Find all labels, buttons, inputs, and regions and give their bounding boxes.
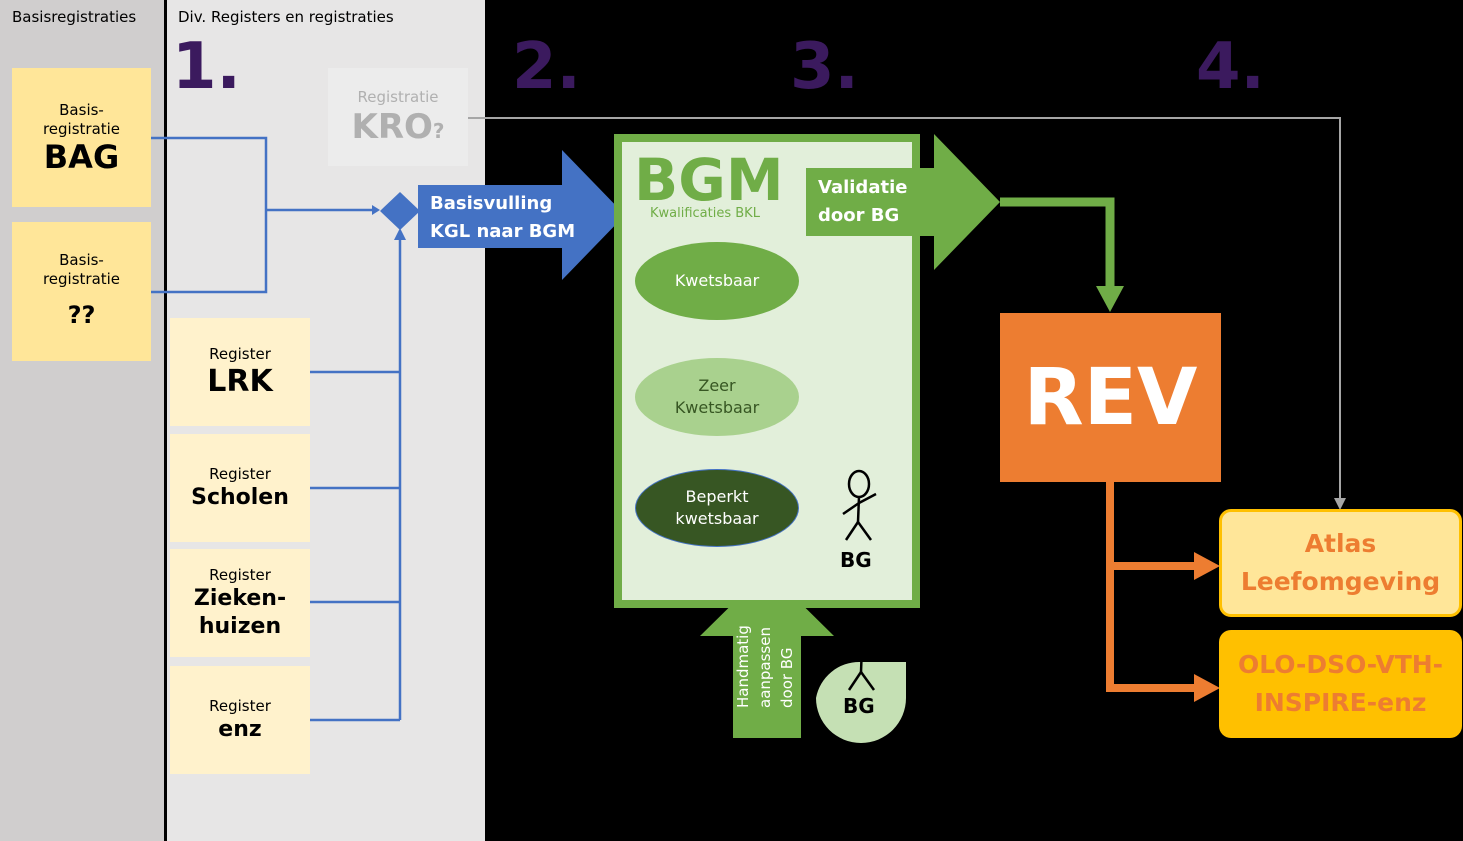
unknown-note-label: Basis- registratie bbox=[42, 250, 121, 288]
basisregistraties-title: Basisregistraties bbox=[12, 8, 137, 26]
rev-box: REV bbox=[1000, 313, 1221, 482]
basisregistratie-unknown-note: Basis- registratie ?? bbox=[12, 222, 151, 361]
validatie-label: Validatie door BG bbox=[806, 168, 916, 236]
register-enz-note: Register enz bbox=[170, 666, 310, 774]
basisvulling-line1: Basisvulling bbox=[430, 193, 553, 214]
register-lrk-note: Register LRK bbox=[170, 318, 310, 426]
level-kwetsbaar: Kwetsbaar bbox=[635, 242, 799, 320]
kro-title: KRO bbox=[351, 106, 433, 147]
bag-note-title: BAG bbox=[43, 137, 120, 176]
handmatig-line2: aanpassen bbox=[756, 627, 774, 708]
atlas-line2: Leefomgeving bbox=[1240, 567, 1441, 596]
register-scholen-note: Register Scholen bbox=[170, 434, 310, 542]
handmatig-line3: door BG bbox=[778, 647, 796, 708]
level-kwetsbaar-text: Kwetsbaar bbox=[674, 271, 760, 290]
olo-line1: OLO-DSO-VTH- bbox=[1237, 650, 1444, 679]
register-ziekenhuizen-label: Register bbox=[209, 565, 271, 584]
level-zeer-kwetsbaar-text: Zeer Kwetsbaar bbox=[674, 376, 760, 417]
step-1: 1. bbox=[172, 30, 241, 104]
bg-label-2: BG bbox=[843, 694, 875, 718]
validatie-arrow bbox=[912, 134, 1000, 270]
basisregistratie-bag-note: Basis- registratie BAG bbox=[12, 68, 151, 207]
level-zeer-kwetsbaar: Zeer Kwetsbaar bbox=[635, 358, 799, 436]
stick-figure-icon bbox=[845, 617, 881, 691]
register-lrk-title: LRK bbox=[207, 363, 273, 399]
register-enz-label: Register bbox=[209, 696, 271, 715]
atlas-leefomgeving-box: Atlas Leefomgeving bbox=[1219, 509, 1462, 617]
bg-label-1: BG bbox=[840, 548, 872, 572]
bgm-subtitle: Kwalificaties BKL bbox=[650, 206, 760, 221]
handmatig-arrow bbox=[700, 570, 834, 738]
step-4: 4. bbox=[1196, 30, 1265, 104]
level-beperkt-kwetsbaar-text: Beperkt kwetsbaar bbox=[675, 487, 759, 528]
bg-drop-2 bbox=[816, 661, 906, 743]
column-divider bbox=[164, 0, 167, 841]
register-lrk-label: Register bbox=[209, 344, 271, 363]
register-enz-title: enz bbox=[218, 716, 262, 742]
bag-note-label: Basis- registratie bbox=[42, 100, 121, 138]
step-3: 3. bbox=[790, 30, 859, 104]
level-beperkt-kwetsbaar: Beperkt kwetsbaar bbox=[635, 469, 799, 547]
register-scholen-label: Register bbox=[209, 464, 271, 483]
validatie-line1: Validatie bbox=[818, 177, 908, 198]
olo-line2: INSPIRE-enz bbox=[1254, 688, 1427, 717]
register-ziekenhuizen-title: Zieken- huizen bbox=[193, 585, 287, 639]
atlas-line1: Atlas bbox=[1304, 529, 1377, 558]
bgm-title: BGM bbox=[634, 146, 784, 214]
basisvulling-arrow bbox=[418, 150, 625, 280]
step-2: 2. bbox=[512, 30, 581, 104]
registratie-kro-note: Registratie KRO? bbox=[328, 68, 468, 166]
register-ziekenhuizen-note: Register Zieken- huizen bbox=[170, 549, 310, 657]
kro-label: Registratie bbox=[357, 87, 439, 106]
handmatig-line1: Handmatig bbox=[734, 625, 752, 708]
register-scholen-title: Scholen bbox=[191, 484, 289, 510]
unknown-note-title: ?? bbox=[67, 300, 96, 329]
basisvulling-label: Basisvulling KGL naar BGM bbox=[430, 190, 575, 246]
validatie-line2: door BG bbox=[818, 205, 900, 226]
olo-dso-box: OLO-DSO-VTH- INSPIRE-enz bbox=[1219, 630, 1462, 738]
registers-title: Div. Registers en registraties bbox=[178, 8, 394, 26]
kro-question: ? bbox=[432, 118, 445, 143]
basisvulling-line2: KGL naar BGM bbox=[430, 221, 576, 242]
stick-figure-icon bbox=[842, 469, 877, 541]
merge-diamond bbox=[380, 192, 420, 230]
